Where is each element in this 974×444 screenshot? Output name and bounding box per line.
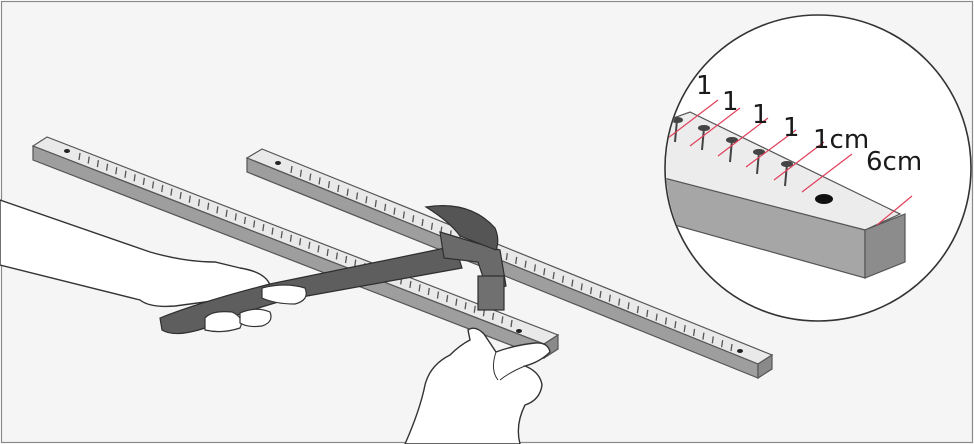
nail xyxy=(337,184,340,193)
nail xyxy=(412,215,415,223)
nail xyxy=(402,211,405,219)
nail xyxy=(299,169,303,177)
nail xyxy=(436,291,440,299)
nail xyxy=(393,207,396,215)
nail xyxy=(711,336,714,344)
nail xyxy=(309,173,312,181)
nail xyxy=(318,177,321,185)
nail xyxy=(730,343,733,352)
left-rail xyxy=(31,136,560,360)
nail xyxy=(430,222,434,230)
nail xyxy=(491,312,495,320)
nail xyxy=(533,264,537,272)
nail xyxy=(96,160,100,168)
nail xyxy=(636,306,640,314)
nail xyxy=(515,256,518,264)
nail xyxy=(589,287,593,295)
nail xyxy=(252,220,256,228)
nail xyxy=(655,313,658,321)
nail xyxy=(207,202,210,210)
nail xyxy=(280,231,283,239)
nail xyxy=(627,302,630,310)
nail xyxy=(317,245,320,253)
nail xyxy=(355,192,359,200)
nail xyxy=(170,188,173,196)
nail xyxy=(188,195,191,203)
gap-label-1: 1 xyxy=(696,71,713,101)
nail xyxy=(354,259,357,267)
edge-label: 6cm xyxy=(866,147,922,177)
nail xyxy=(115,167,118,175)
nail xyxy=(702,332,705,340)
nail xyxy=(243,216,247,225)
nail xyxy=(524,260,527,268)
magnified-rail-end-icon: 1 1 1 1 1cm 6cm xyxy=(664,14,972,322)
nail xyxy=(161,184,164,193)
nail xyxy=(234,213,237,221)
nail xyxy=(552,271,555,280)
nail xyxy=(346,188,349,196)
hammer-icon xyxy=(159,245,463,335)
nail xyxy=(105,163,109,171)
pressing-hand xyxy=(404,327,551,444)
nail xyxy=(344,255,348,264)
nail xyxy=(446,295,449,303)
nail xyxy=(374,199,377,208)
nail xyxy=(290,165,293,174)
nail xyxy=(473,305,476,313)
nail xyxy=(608,294,611,302)
measure-lines xyxy=(667,99,913,226)
nail xyxy=(335,252,339,260)
gap-label-2: 1 xyxy=(722,87,739,117)
nail xyxy=(271,227,274,235)
nail xyxy=(298,238,302,246)
nail xyxy=(124,170,127,178)
nail xyxy=(78,152,81,161)
nail xyxy=(455,298,458,306)
nail xyxy=(543,268,546,276)
nail xyxy=(599,290,602,299)
nail xyxy=(142,177,145,185)
nail xyxy=(464,302,467,310)
nail xyxy=(646,309,649,318)
nail xyxy=(561,275,565,283)
nail xyxy=(674,321,677,329)
nail xyxy=(720,340,724,348)
gap-label-5: 1cm xyxy=(813,125,869,155)
nail xyxy=(683,324,686,333)
nail xyxy=(618,298,621,306)
inset-nails xyxy=(671,117,793,187)
hammer-hand xyxy=(0,199,507,335)
nail xyxy=(571,279,574,287)
nail xyxy=(179,191,182,200)
nail xyxy=(216,206,219,214)
nail xyxy=(87,156,90,164)
gap-label-4: 1 xyxy=(783,113,800,143)
nail xyxy=(505,253,508,261)
nail xyxy=(365,196,368,204)
nail xyxy=(418,284,421,292)
nail xyxy=(664,317,668,325)
nail xyxy=(197,199,201,207)
nail xyxy=(409,280,412,289)
nail xyxy=(427,287,430,296)
nail xyxy=(262,223,265,232)
nail xyxy=(510,319,513,328)
nail xyxy=(421,218,424,227)
nail xyxy=(383,203,387,211)
nail xyxy=(225,209,228,217)
nail xyxy=(308,241,311,249)
nail xyxy=(501,316,504,324)
nail xyxy=(289,234,293,242)
nail xyxy=(692,328,696,336)
gap-label-3: 1 xyxy=(752,100,769,130)
nail xyxy=(151,181,155,189)
nail xyxy=(327,181,331,189)
nail xyxy=(580,283,583,291)
nail xyxy=(133,174,136,182)
nail xyxy=(326,248,329,257)
